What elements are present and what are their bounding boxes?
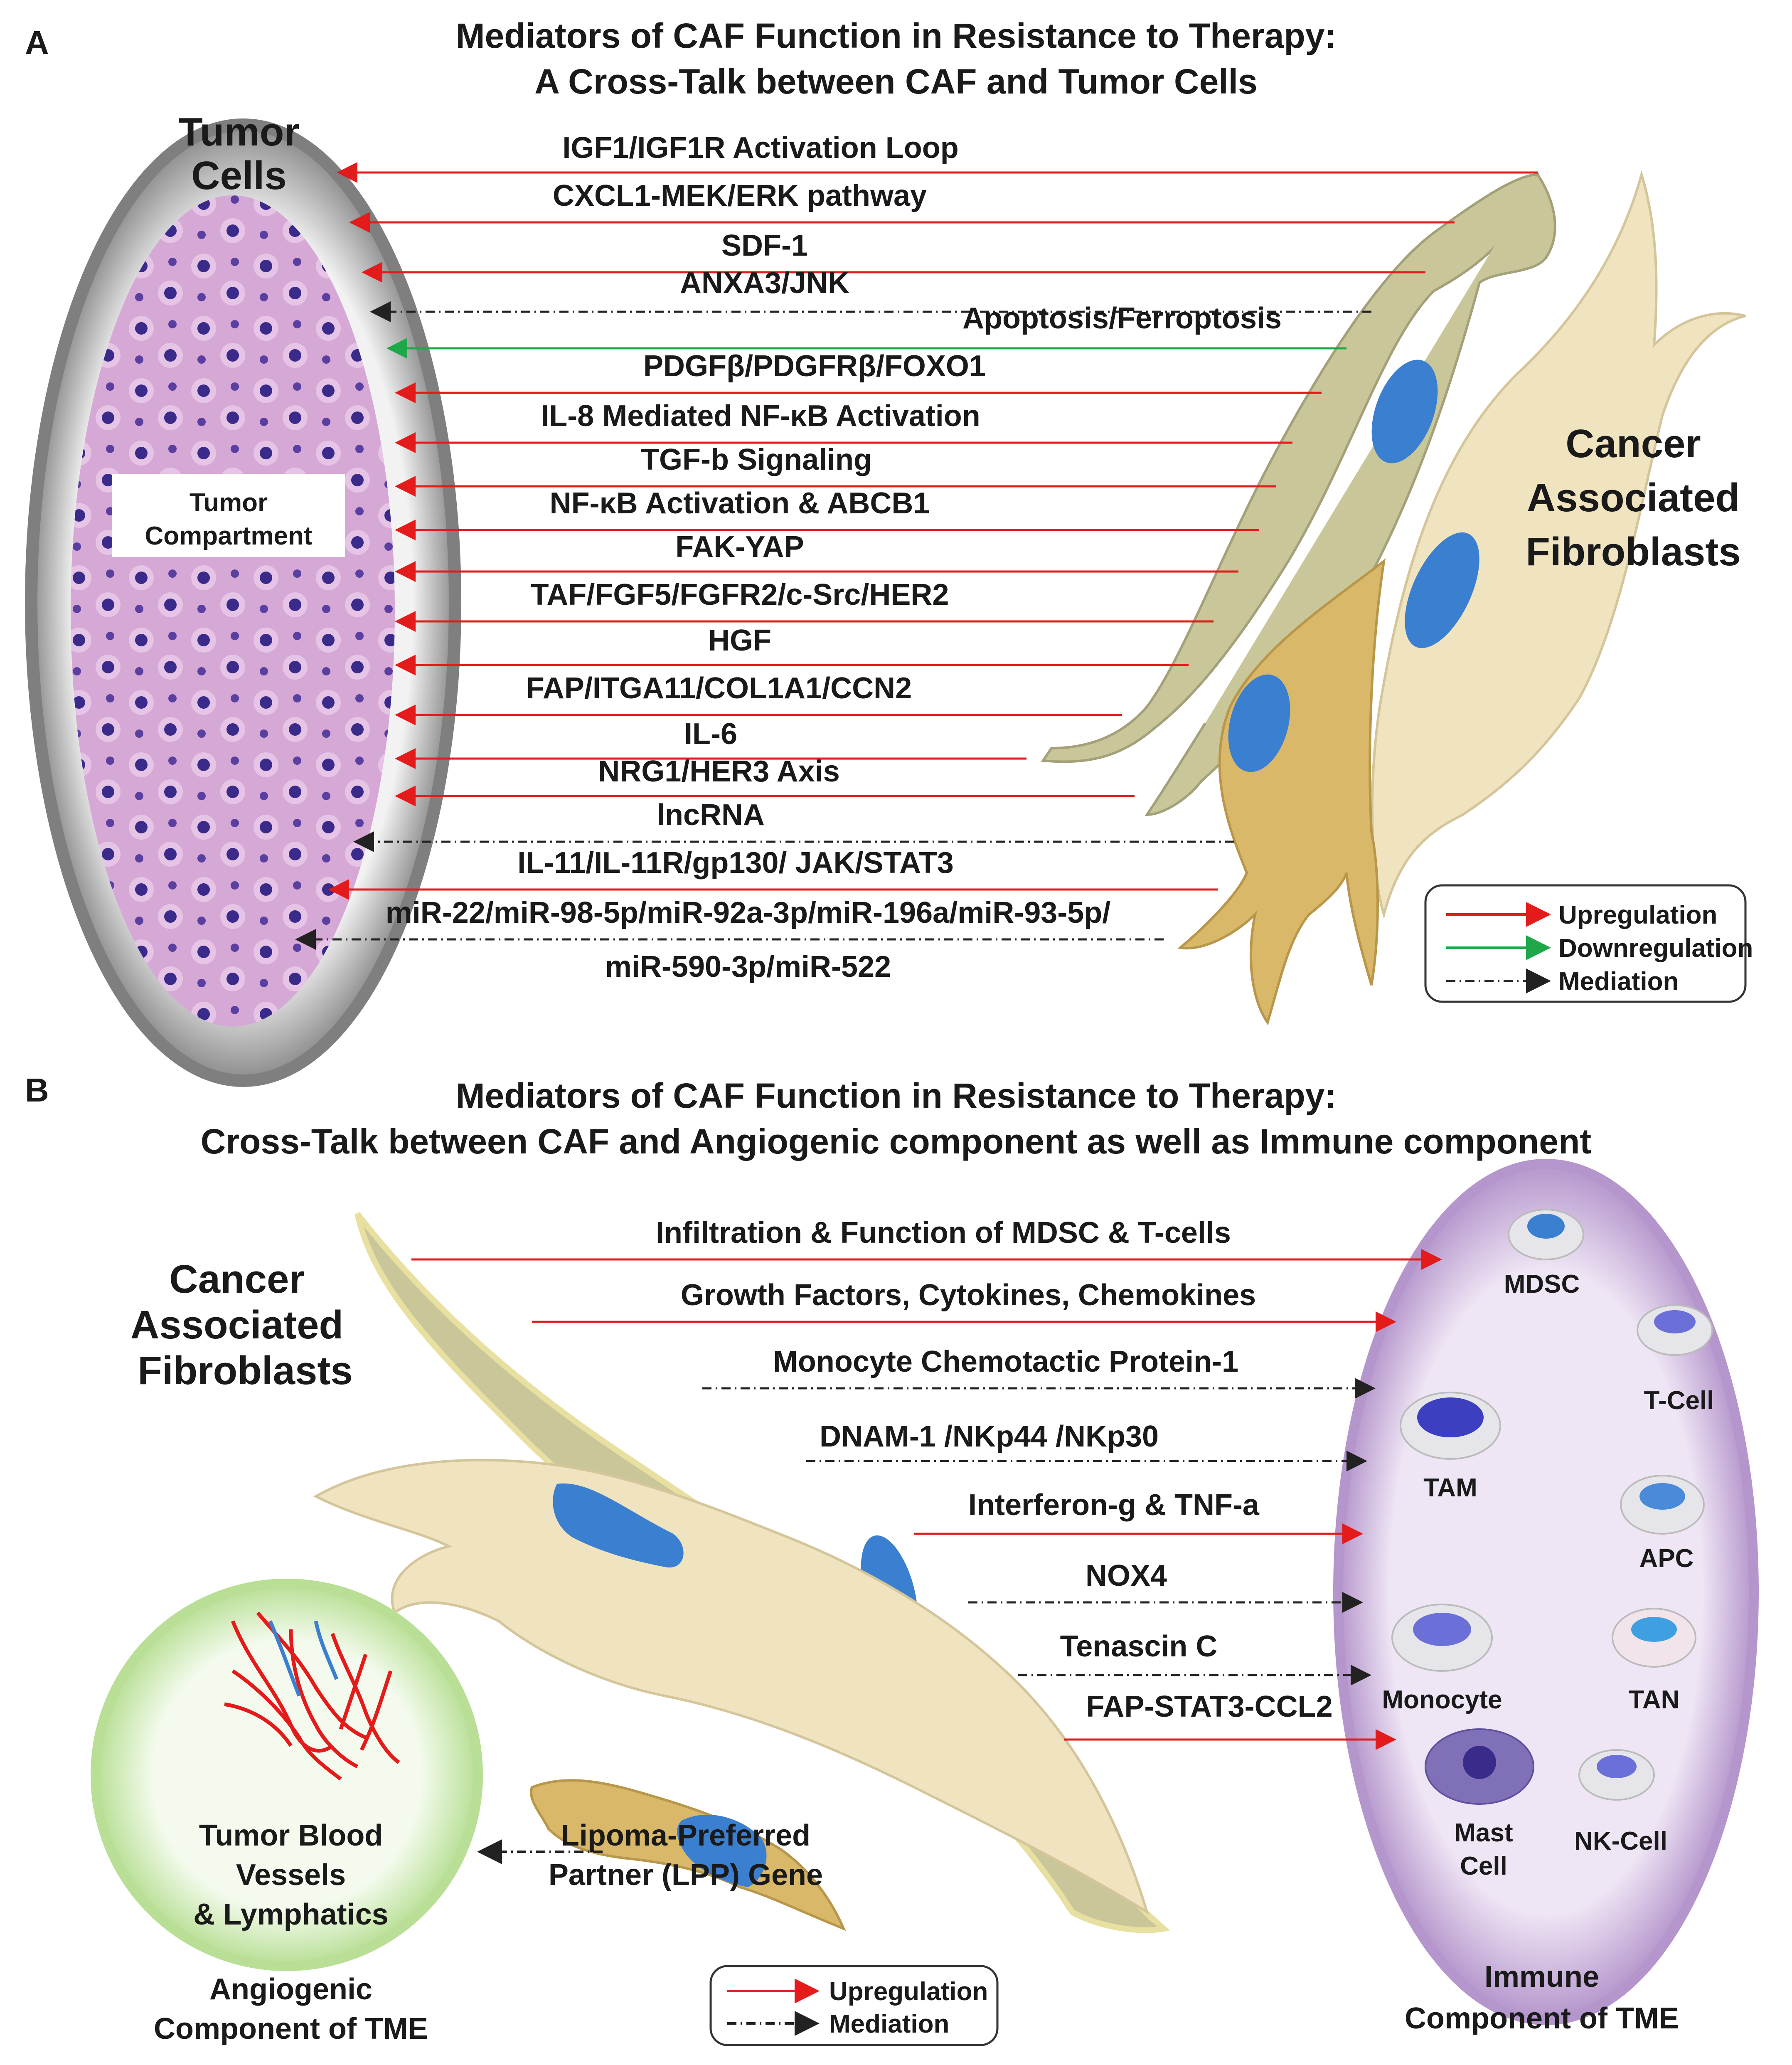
- mediator-a-il-11-il-11r-gp130-jak-stat3: IL-11/IL-11R/gp130/ JAK/STAT3: [517, 846, 954, 880]
- caf-label-a-line3: Fibroblasts: [1526, 530, 1740, 574]
- immune-label-mdsc: MDSC: [1504, 1270, 1580, 1299]
- mediator-b-interferon-g-tnf-a: Interferon-g & TNF-a: [968, 1488, 1260, 1522]
- mediator-a-anxa3-jnk: ANXA3/JNK: [680, 266, 849, 300]
- immune-label-apc: APC: [1639, 1544, 1694, 1573]
- caf-label-b-line1: Cancer: [169, 1257, 305, 1301]
- tumor-compartment-box: [112, 474, 345, 557]
- mediator-a-mir-590-3p-mir-522: miR-590-3p/miR-522: [605, 950, 891, 983]
- immune-label-tan: TAN: [1629, 1686, 1680, 1714]
- panel-b-title-line1: Mediators of CAF Function in Resistance …: [456, 1076, 1337, 1115]
- mediator-a-il-8-mediated-nf-b-activation: IL-8 Mediated NF-κB Activation: [541, 399, 980, 433]
- caf-nucleus-a3: [1228, 674, 1290, 772]
- vessels-label-line3: & Lymphatics: [193, 1898, 388, 1931]
- nk-cell-icon: [1578, 1749, 1655, 1801]
- panel-a-letter: A: [25, 24, 49, 61]
- apc-icon: [1620, 1475, 1705, 1535]
- immune-label-nk-cell: NK-Cell: [1574, 1827, 1667, 1856]
- panel-a-mediator-labels: IGF1/IGF1R Activation LoopCXCL1-MEK/ERK …: [386, 131, 1282, 983]
- mediator-b-tenascin-c: Tenascin C: [1060, 1630, 1218, 1663]
- mediator-a-mir-22-mir-98-5p-mir-92a-3p-mir-196a-mir-93-5p: miR-22/miR-98-5p/miR-92a-3p/miR-196a/miR…: [386, 896, 1111, 929]
- panel-b-letter: B: [25, 1072, 49, 1109]
- immune-label-mast: Mast: [1454, 1819, 1513, 1847]
- mediator-a-fap-itga11-col1a1-ccn2: FAP/ITGA11/COL1A1/CCN2: [526, 672, 912, 705]
- immune-label-tam: TAM: [1423, 1474, 1477, 1502]
- caf-nucleus-b3: [677, 1814, 767, 1887]
- panel-b-title-line2: Cross-Talk between CAF and Angiogenic co…: [201, 1122, 1592, 1161]
- tumor-cells-image: [71, 195, 395, 1027]
- mediator-a-taf-fgf5-fgfr2-c-src-her2: TAF/FGF5/FGFR2/c-Src/HER2: [531, 578, 949, 611]
- mediator-a-cxcl1-mek-erk-pathway: CXCL1-MEK/ERK pathway: [553, 179, 927, 212]
- mediator-a-apoptosis-ferroptosis: Apoptosis/Ferroptosis: [962, 302, 1282, 335]
- panel-a-title-line2: A Cross-Talk between CAF and Tumor Cells: [534, 62, 1257, 101]
- caf-label-a-line1: Cancer: [1566, 421, 1701, 466]
- panel-a-title-line1: Mediators of CAF Function in Resistance …: [456, 16, 1337, 55]
- lpp-label-line2: Partner (LPP) Gene: [549, 1858, 823, 1892]
- legend-b-upregulation-label: Upregulation: [829, 1977, 988, 2006]
- caf-label-b-line3: Fibroblasts: [138, 1348, 352, 1393]
- t-cell-icon: [1637, 1304, 1713, 1356]
- mediator-a-fak-yap: FAK-YAP: [675, 530, 804, 564]
- mediator-b-infiltration-function-of-mdsc-t-cells: Infiltration & Function of MDSC & T-cell…: [656, 1216, 1231, 1249]
- immune-label-monocyte: Monocyte: [1382, 1686, 1502, 1714]
- tam-icon: [1400, 1392, 1501, 1460]
- caf-nucleus-b2: [553, 1483, 684, 1568]
- immune-component-line2: Component of TME: [1405, 2002, 1679, 2035]
- blood-vessels-image: [224, 1612, 400, 1781]
- mediator-a-lncrna: lncRNA: [657, 798, 765, 832]
- mediator-a-nf-b-activation-abcb1: NF-κB Activation & ABCB1: [550, 487, 930, 520]
- tumor-cells-label-line1: Tumor: [178, 110, 300, 154]
- lpp-label-line1: Lipoma-Preferred: [561, 1819, 810, 1852]
- mediator-a-igf1-igf1r-activation-loop: IGF1/IGF1R Activation Loop: [562, 131, 958, 165]
- legend-a-downregulation-label: Downregulation: [1558, 934, 1753, 963]
- angiogenic-circle: [91, 1579, 483, 1971]
- mediator-b-nox4: NOX4: [1086, 1559, 1167, 1592]
- panel-b-mediator-arrows: [411, 1249, 1442, 1750]
- caf-cream-cell-b: [313, 1459, 1150, 1915]
- immune-label-t-cell: T-Cell: [1644, 1386, 1714, 1415]
- angiogenic-label-line2: Component of TME: [154, 2012, 428, 2045]
- tan-icon: [1612, 1608, 1696, 1668]
- legend-b-mediation-label: Mediation: [829, 2010, 949, 2038]
- mediator-a-tgf-b-signaling: TGF-b Signaling: [641, 443, 872, 476]
- mediator-a-sdf-1: SDF-1: [721, 229, 808, 262]
- legend-b-box: [709, 1965, 999, 2046]
- caf-olive-cell-a: [1041, 173, 1539, 763]
- angiogenic-label-line1: Angiogenic: [209, 1973, 372, 2006]
- caf-gold-cell-a: [1177, 558, 1386, 1025]
- tumor-compartment-label-line1: Tumor: [190, 488, 268, 517]
- mediator-b-growth-factors-cytokines-chemokines: Growth Factors, Cytokines, Chemokines: [681, 1279, 1256, 1312]
- mediator-a-pdgf-pdgfr-foxo1: PDGFβ/PDGFRβ/FOXO1: [643, 350, 986, 383]
- caf-label-a-line2: Associated: [1527, 476, 1740, 520]
- tumor-cells-label-line2: Cells: [191, 153, 286, 198]
- mdsc-icon: [1508, 1209, 1584, 1260]
- mediator-a-hgf: HGF: [708, 624, 771, 657]
- legend-a-upregulation-label: Upregulation: [1558, 901, 1717, 929]
- tumor-compartment-label-line2: Compartment: [145, 522, 312, 550]
- immune-label-cell: Cell: [1460, 1852, 1507, 1880]
- panel-a-mediator-arrows: [295, 162, 1538, 950]
- mediator-b-dnam-1-nkp44-nkp30: DNAM-1 /NKp44 /NKp30: [820, 1420, 1159, 1453]
- immune-cell-icons: [1391, 1209, 1713, 1805]
- immune-oval: [1333, 1159, 1759, 2025]
- caf-label-b-line2: Associated: [130, 1303, 343, 1347]
- immune-component-line1: Immune: [1484, 1960, 1599, 1994]
- mediator-a-nrg1-her3-axis: NRG1/HER3 Axis: [598, 755, 840, 788]
- panel-b-mediator-labels: Infiltration & Function of MDSC & T-cell…: [656, 1216, 1333, 1723]
- vessels-label-line1: Tumor Blood: [199, 1819, 383, 1852]
- caf-nucleus-a1: [1371, 360, 1438, 463]
- vessels-label-line2: Vessels: [236, 1858, 346, 1892]
- mediator-a-il-6: IL-6: [684, 717, 737, 751]
- caf-cream-cell-a: [1371, 170, 1746, 919]
- legend-a-mediation-label: Mediation: [1558, 967, 1679, 996]
- monocyte-icon: [1391, 1604, 1493, 1672]
- caf-nucleus-a2: [1405, 532, 1479, 648]
- mast-cell-icon: [1425, 1728, 1534, 1805]
- mediator-b-fap-stat3-ccl2: FAP-STAT3-CCL2: [1086, 1690, 1332, 1723]
- mediator-b-monocyte-chemotactic-protein-1: Monocyte Chemotactic Protein-1: [773, 1345, 1238, 1378]
